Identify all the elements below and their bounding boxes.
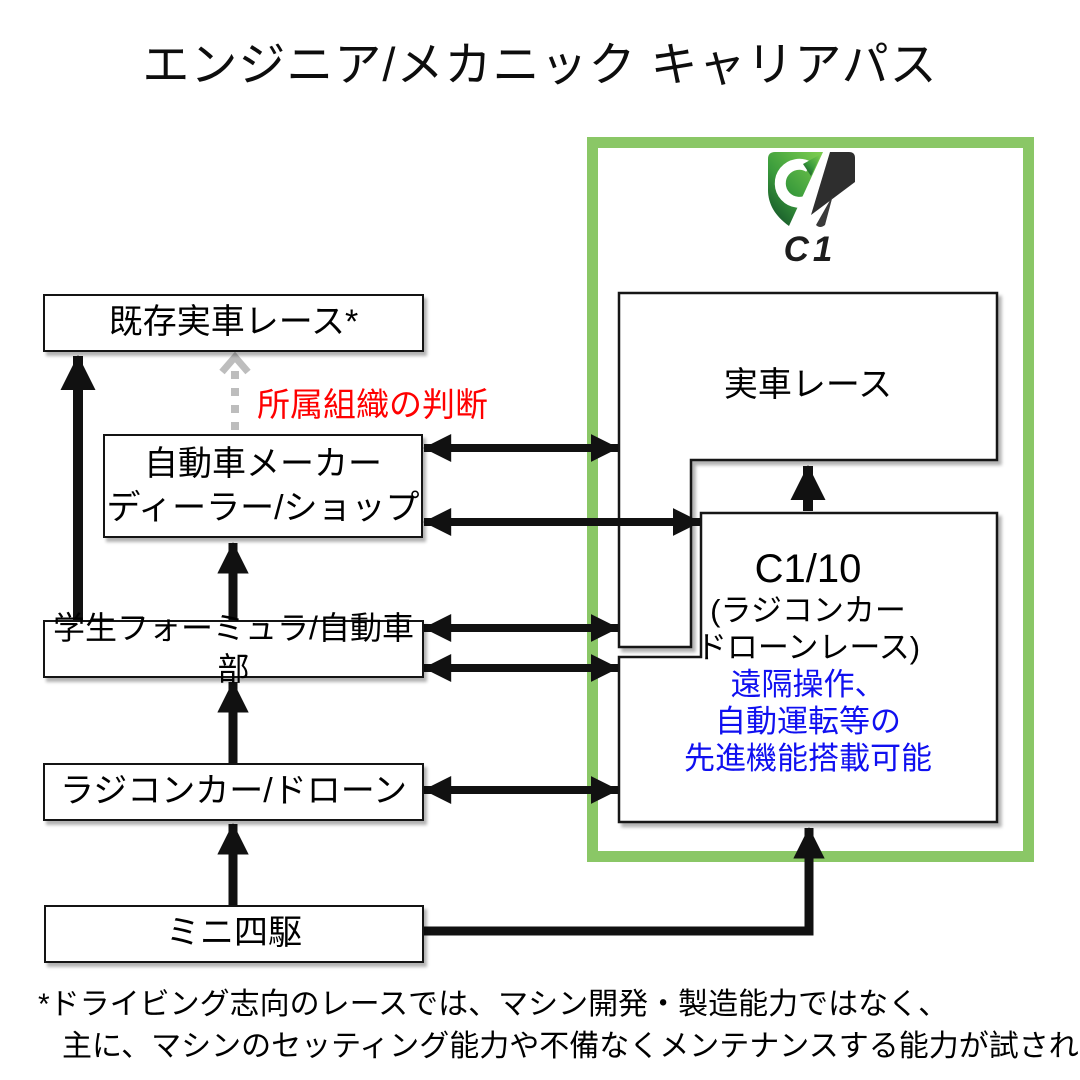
node-label: 既存実車レース* xyxy=(108,303,359,342)
c1-logo: C1 xyxy=(758,150,862,270)
node-mini4wd: ミニ四駆 xyxy=(44,905,424,963)
c110-feature1: 遠隔操作、 xyxy=(730,667,886,702)
c110-feature3: 先進機能搭載可能 xyxy=(684,741,932,776)
c1-logo-label: C1 xyxy=(783,230,837,269)
c110-title: C1/10 xyxy=(754,547,862,591)
c110-sub2: ドローンレース) xyxy=(695,630,921,665)
node-auto-maker-dealer-shop: 自動車メーカー ディーラー/ショップ xyxy=(103,434,423,538)
org-decision-annotation: 所属組織の判断 xyxy=(257,386,488,423)
node-rc-car-drone: ラジコンカー/ドローン xyxy=(43,763,424,821)
c110-feature2: 自動運転等の xyxy=(715,704,901,739)
node-label: 学生フォーミュラ/自動車部 xyxy=(53,610,414,687)
c110-sub1: (ラジコンカー xyxy=(710,593,906,628)
node-label: ミニ四駆 xyxy=(166,914,302,953)
c1-logo-icon xyxy=(768,152,855,227)
node-real-race-label: 実車レース xyxy=(723,366,893,404)
node-student-formula: 学生フォーミュラ/自動車部 xyxy=(43,610,424,687)
node-label-line2: ディーラー/ショップ xyxy=(106,489,420,527)
page-title: エンジニア/メカニック キャリアパス xyxy=(142,38,938,91)
footnote-line1: *ドライビング志向のレースでは、マシン開発・製造能力ではなく、 xyxy=(38,988,949,1021)
node-existing-real-race: 既存実車レース* xyxy=(43,294,424,352)
footnote-line2: 主に、マシンのセッティング能力や不備なくメンテナンスする能力が試される xyxy=(62,1030,1080,1063)
node-label-line1: 自動車メーカー xyxy=(144,445,382,483)
dotted-arrowhead xyxy=(219,351,251,375)
node-c110-label: C1/10 (ラジコンカー ドローンレース) 遠隔操作、 自動運転等の 先進機能… xyxy=(619,546,997,777)
footnote: *ドライビング志向のレースでは、マシン開発・製造能力ではなく、 主に、マシンのセ… xyxy=(38,984,1080,1068)
node-label: ラジコンカー/ドローン xyxy=(59,772,408,811)
